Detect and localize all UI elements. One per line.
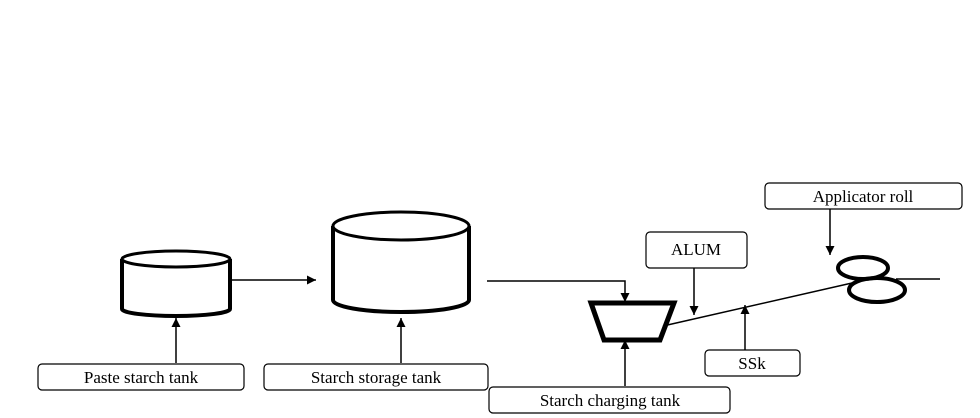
paste-starch-tank-label: Paste starch tank: [84, 368, 199, 387]
applicator-roll-label: Applicator roll: [813, 187, 914, 206]
ssk-box: [704, 349, 801, 377]
starch-charging-tank-shape: [587, 300, 678, 343]
alum-label: ALUM: [671, 240, 721, 259]
paste-starch-tank-box: [37, 363, 245, 391]
starch-charging-tank-box: [488, 386, 731, 414]
alum-box: [645, 231, 748, 269]
line-charging-to-roll: [662, 282, 853, 327]
flow-lines: [231, 275, 940, 327]
starch-charging-tank-label: Starch charging tank: [540, 391, 681, 410]
applicator-roll-box: [764, 182, 963, 210]
starch-storage-tank-label: Starch storage tank: [311, 368, 442, 387]
paste-starch-tank-shape: [120, 249, 232, 318]
applicator-roll-shape: [836, 255, 907, 304]
starch-storage-tank-box: [263, 363, 489, 391]
starch-storage-tank-shape: [331, 210, 471, 314]
label-arrows: [171, 209, 835, 386]
arrow-storage-to-charging: [487, 280, 630, 302]
ssk-label: SSk: [738, 354, 766, 373]
